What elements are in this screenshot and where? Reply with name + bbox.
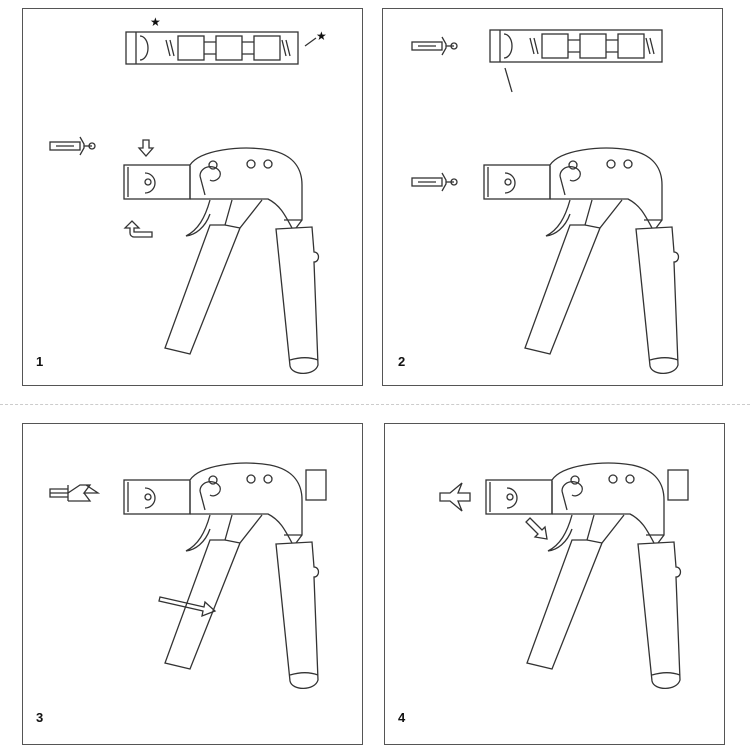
step3-illustration xyxy=(49,462,327,690)
anchor-icon xyxy=(49,136,96,156)
star-marker-icon: ★ xyxy=(316,29,327,43)
magazine-view xyxy=(125,31,299,65)
star-marker-icon: ★ xyxy=(150,15,161,29)
down-arrow-icon xyxy=(137,139,155,157)
expanded-anchor-icon xyxy=(50,484,101,502)
setting-tool xyxy=(483,147,680,375)
setting-tool xyxy=(485,462,682,690)
divider xyxy=(0,404,750,405)
step-panel-1 xyxy=(22,8,363,386)
step-panel-3 xyxy=(22,423,363,745)
anchor-icon xyxy=(411,172,458,192)
step-panel-2 xyxy=(382,8,723,386)
setting-tool xyxy=(123,462,320,690)
step2-illustration xyxy=(411,29,680,375)
release-arrow-icon xyxy=(525,517,548,540)
turn-arrow-icon xyxy=(123,220,153,238)
step-number-1: 1 xyxy=(36,354,44,369)
step4-illustration xyxy=(439,462,689,690)
step-panel-4 xyxy=(384,423,725,745)
expanded-anchor-icon xyxy=(439,482,471,512)
setting-tool xyxy=(123,147,320,375)
squeeze-arrow-icon xyxy=(158,596,217,618)
anchor-icon xyxy=(411,36,458,56)
step1-illustration: ★ ★ xyxy=(49,15,327,375)
magazine-view xyxy=(489,29,663,63)
step-number-4: 4 xyxy=(398,710,406,725)
step-number-2: 2 xyxy=(398,354,406,369)
step-number-3: 3 xyxy=(36,710,44,725)
